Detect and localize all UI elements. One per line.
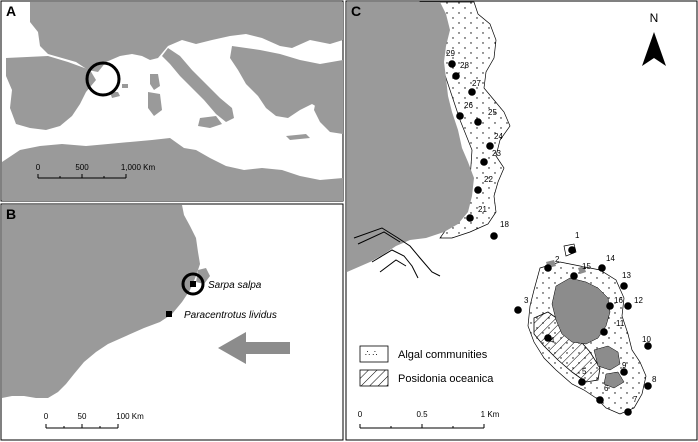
sarpa-site-circle (181, 272, 205, 296)
legend: ∴ ∴ Algal communities Posidonia oceanica (359, 345, 494, 387)
legend-algal-label: Algal communities (398, 349, 488, 361)
station-marker-3 (514, 306, 522, 314)
station-label-16: 16 (614, 296, 623, 305)
station-marker-11 (600, 328, 608, 336)
station-label-8: 8 (652, 375, 657, 384)
station-marker-13 (620, 282, 628, 290)
station-label-11: 11 (616, 319, 625, 328)
station-marker-14 (598, 264, 606, 272)
station-label-7: 7 (633, 395, 638, 404)
panel-a-label: A (6, 3, 16, 19)
station-label-22: 22 (484, 175, 493, 184)
station-marker-4 (544, 334, 552, 342)
station-label-28: 28 (460, 61, 469, 70)
station-label-5: 5 (582, 367, 587, 376)
station-marker-9 (620, 368, 628, 376)
legend-swatch-posidonia (359, 369, 389, 387)
station-marker-7 (624, 408, 632, 416)
scale-b-tick-2: 100 Km (116, 412, 144, 421)
station-label-24: 24 (494, 132, 503, 141)
station-label-9: 9 (622, 361, 627, 370)
station-marker-16 (606, 302, 614, 310)
panel-c: N C 123456789101112131415161821222324252… (345, 0, 698, 441)
panel-b-land (2, 205, 200, 398)
station-label-1: 1 (575, 231, 580, 240)
station-marker-23 (480, 158, 488, 166)
station-marker-6 (596, 396, 604, 404)
island-south-2 (603, 371, 625, 389)
station-marker-24 (486, 142, 494, 150)
station-label-4: 4 (550, 336, 555, 345)
station-marker-26 (456, 112, 464, 120)
station-marker-25 (474, 118, 482, 126)
station-label-18: 18 (500, 220, 509, 229)
station-label-6: 6 (604, 384, 609, 393)
panel-c-label: C (351, 3, 361, 19)
station-label-10: 10 (642, 335, 651, 344)
station-marker-15 (570, 272, 578, 280)
station-label-15: 15 (582, 262, 591, 271)
station-marker-10 (644, 342, 652, 350)
panel-a: A 0 500 1,000 Km (0, 0, 344, 202)
station-marker-22 (474, 186, 482, 194)
panel-c-land (347, 2, 474, 272)
station-label-26: 26 (464, 101, 473, 110)
sarpa-site-label: Sarpa salpa (208, 280, 262, 291)
islet-15 (578, 266, 586, 274)
panel-a-land (2, 2, 343, 201)
panel-b: B Sarpa salpa Paracentrotus lividus 0 50… (0, 203, 344, 441)
svg-text:∴ ∴: ∴ ∴ (365, 349, 377, 358)
station-label-25: 25 (488, 108, 497, 117)
scale-b-tick-1: 50 (78, 412, 87, 421)
station-marker-18 (490, 232, 498, 240)
station-marker-2 (544, 264, 552, 272)
north-label: N (650, 11, 659, 25)
islet-1 (563, 243, 577, 257)
scale-bar-b: 0 50 100 Km (44, 412, 144, 429)
station-marker-29 (448, 60, 456, 68)
study-area-circle-a (85, 61, 121, 97)
scale-c-tick-2: 1 Km (481, 410, 500, 419)
station-marker-27 (468, 88, 476, 96)
panel-b-label: B (6, 206, 16, 222)
station-label-23: 23 (492, 149, 501, 158)
legend-posidonia-label: Posidonia oceanica (398, 373, 494, 385)
direction-arrow (218, 332, 290, 364)
sarpa-site-marker (190, 281, 196, 287)
station-label-12: 12 (634, 296, 643, 305)
paracentrotus-site-marker (166, 311, 172, 317)
sampling-stations: 1234567891011121314151618212223242526272… (446, 49, 657, 416)
station-marker-8 (644, 382, 652, 390)
station-label-29: 29 (446, 49, 455, 58)
island-south-1 (593, 345, 621, 371)
north-arrow: N (642, 11, 666, 66)
station-marker-28 (452, 72, 460, 80)
scale-b-tick-0: 0 (44, 412, 49, 421)
station-label-3: 3 (524, 296, 529, 305)
scale-c-tick-1: 0.5 (416, 410, 428, 419)
harbour (353, 227, 441, 279)
scale-a-tick-2: 1,000 Km (121, 163, 156, 172)
paracentrotus-site-label: Paracentrotus lividus (184, 310, 277, 321)
station-marker-21 (466, 214, 474, 222)
station-label-21: 21 (478, 205, 487, 214)
station-label-2: 2 (555, 255, 560, 264)
legend-swatch-algal (359, 345, 389, 363)
station-label-27: 27 (472, 79, 481, 88)
panel-b-coast-detail (196, 268, 210, 284)
station-label-14: 14 (606, 254, 615, 263)
scale-bar-a: 0 500 1,000 Km (36, 163, 156, 179)
station-marker-1 (568, 246, 576, 254)
scale-bar-c: 0 0.5 1 Km (358, 410, 500, 429)
station-marker-5 (578, 378, 586, 386)
station-marker-12 (624, 302, 632, 310)
scale-a-tick-0: 0 (36, 163, 41, 172)
scale-a-tick-1: 500 (75, 163, 89, 172)
station-label-13: 13 (622, 271, 631, 280)
scale-c-tick-0: 0 (358, 410, 363, 419)
